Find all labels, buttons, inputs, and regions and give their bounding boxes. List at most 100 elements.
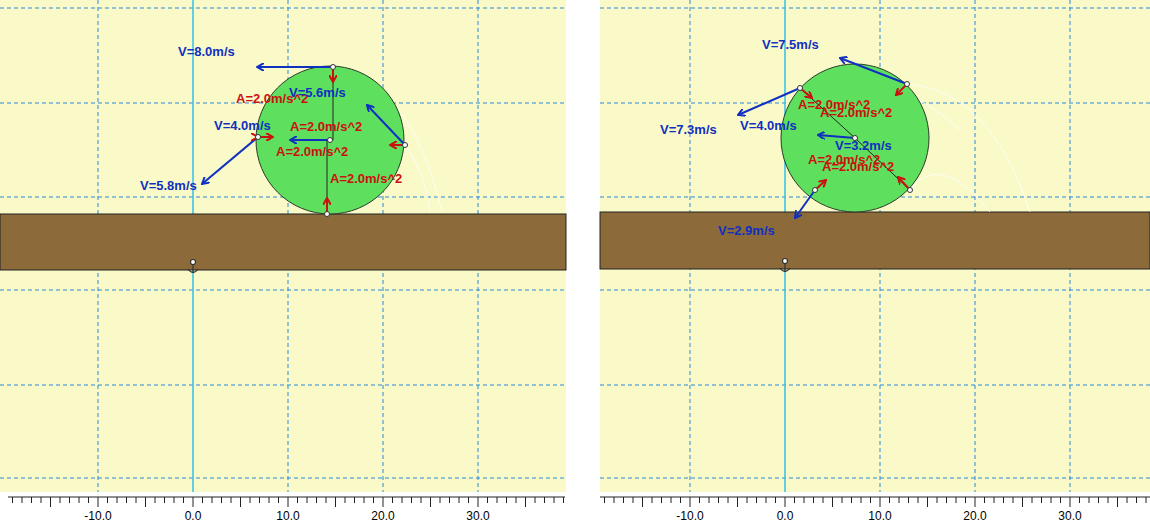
ruler-tick [544,497,545,503]
ruler-tick [642,497,643,507]
ruler-tick [908,497,909,503]
ruler-tick [823,497,824,503]
ruler-tick [354,497,355,503]
ruler-tick [449,497,450,503]
ruler-tick [278,497,279,503]
ruler-tick [155,497,156,503]
ruler-tick [1089,497,1090,503]
ruler-tick [880,497,881,507]
ground-band [600,212,1150,269]
ruler-tick [737,497,738,507]
ruler-tick [718,497,719,503]
ruler-tick [747,497,748,503]
ruler-tick [937,497,938,503]
ruler-tick [31,497,32,503]
ruler-tick [383,497,384,507]
contact-point [798,82,913,193]
panel-ground [0,0,566,492]
ruler-tick [250,497,251,503]
ruler-tick [288,497,289,507]
axis-tick-label: -10.0 [676,510,703,523]
ruler-tick [633,497,634,503]
ruler-tick [145,497,146,507]
ruler-tick [421,497,422,503]
grid [0,0,1150,492]
ruler-tick [604,497,605,503]
ruler [8,497,1150,507]
ruler-tick [832,497,833,507]
ruler-tick [728,497,729,503]
ruler-tick [69,497,70,503]
velocity-label: V=7.3m/s [660,123,717,137]
ruler-tick [60,497,61,503]
ruler-tick [259,497,260,503]
ruler-tick [411,497,412,503]
ruler-tick [345,497,346,503]
ruler-tick [851,497,852,503]
ruler-tick [50,497,51,507]
ruler-tick [107,497,108,503]
axis-tick-label: 20.0 [963,510,986,523]
ruler-tick [221,497,222,503]
ruler-tick [497,497,498,503]
ruler-tick [1079,497,1080,503]
ruler-tick [994,497,995,503]
ruler-tick [373,497,374,503]
axis-tick-label: 30.0 [466,510,489,523]
ruler-tick [202,497,203,503]
rolling-disc [256,66,404,214]
ruler-tick [661,497,662,503]
ruler-tick [652,497,653,503]
ruler-tick [126,497,127,503]
ruler-tick [506,497,507,503]
ruler-tick [79,497,80,503]
ruler-tick [870,497,871,503]
velocity-label: V=3.2m/s [835,139,892,153]
ruler-tick [478,497,479,507]
acceleration-label: A=2.0m/s^2 [276,145,348,159]
velocity-label: V=2.9m/s [718,224,775,238]
ruler-tick [794,497,795,503]
rolling-disc [781,64,929,212]
axis-tick-label: 0.0 [777,510,794,523]
axis-tick-label: 0.0 [185,510,202,523]
ruler-tick [1013,497,1014,503]
ruler-tick [468,497,469,503]
velocity-vector [202,67,405,184]
ruler-tick [699,497,700,503]
ruler-tick [861,497,862,503]
ruler-tick [307,497,308,503]
ruler-tick [440,497,441,503]
ruler-tick [1041,497,1042,503]
ruler-tick [1003,497,1004,503]
ruler-tick [430,497,431,507]
velocity-vector [738,58,907,218]
ruler-tick [193,497,194,507]
ruler-tick [1146,497,1147,503]
panel-ground [600,0,1150,492]
ruler-tick [554,497,555,503]
ruler-tick [680,497,681,503]
ruler-tick [804,497,805,503]
ruler-tick [136,497,137,503]
ruler-tick [1117,497,1118,507]
ruler-tick [899,497,900,503]
ruler-tick [623,497,624,503]
ruler-tick [316,497,317,503]
ruler-tick [766,497,767,503]
ruler-tick [1136,497,1137,503]
ruler-tick [756,497,757,503]
ruler-tick [88,497,89,503]
ruler-tick [174,497,175,503]
ruler-tick [563,497,564,503]
ruler-tick [709,497,710,503]
axis-tick-label: 10.0 [276,510,299,523]
velocity-label: V=8.0m/s [178,45,235,59]
ruler-tick [535,497,536,503]
acceleration-vector [258,67,405,214]
ruler-tick [41,497,42,503]
ruler-tick [212,497,213,503]
ruler-tick [918,497,919,503]
